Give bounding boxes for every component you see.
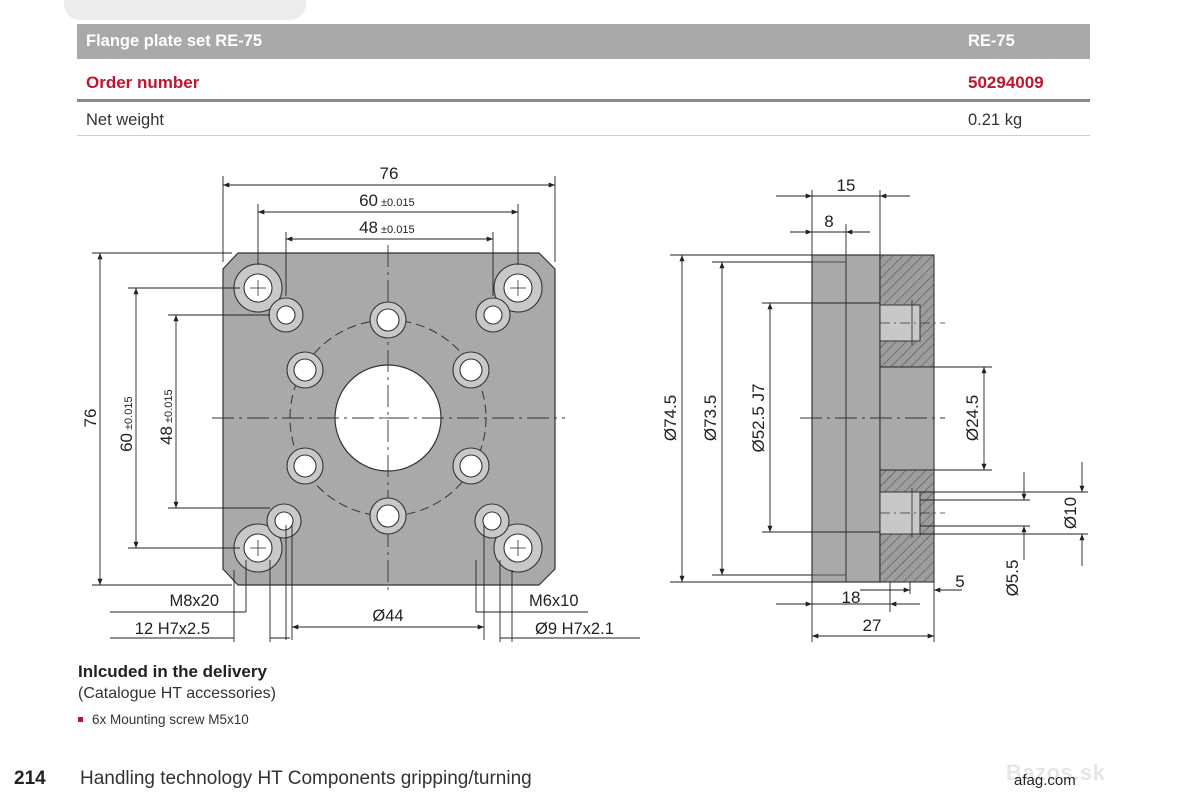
dim-dia-5-5: Ø5.5 bbox=[1003, 560, 1022, 597]
watermark: Bazos.sk bbox=[1006, 760, 1106, 785]
product-title: Flange plate set RE-75 bbox=[86, 32, 263, 50]
net-weight-label: Net weight bbox=[86, 111, 164, 129]
dim-side-27: 27 bbox=[863, 616, 882, 635]
delivery-title: Inlcuded in the delivery bbox=[78, 662, 267, 681]
order-number-label: Order number bbox=[86, 73, 200, 92]
dim-side-15: 15 bbox=[837, 176, 856, 195]
label-bore-12: 12 H7x2.5 bbox=[135, 620, 210, 638]
dim-width-76: 76 bbox=[380, 164, 399, 183]
dim-width-60-tol: ±0.015 bbox=[381, 197, 415, 209]
dim-height-76: 76 bbox=[81, 409, 100, 428]
footer-url[interactable]: afag.com bbox=[1014, 772, 1076, 789]
dim-dia-24-5: Ø24.5 bbox=[963, 395, 982, 441]
dim-width-60: 60 bbox=[359, 191, 378, 210]
pin-holes bbox=[266, 297, 511, 539]
product-header-row: Flange plate set RE-75 RE-75 bbox=[77, 24, 1090, 59]
product-code: RE-75 bbox=[968, 32, 1015, 50]
dim-dia-10: Ø10 bbox=[1061, 497, 1080, 529]
label-center-bore: Ø44 bbox=[372, 607, 403, 625]
dim-width-48: 48 bbox=[359, 218, 378, 237]
dim-dia-74-5: Ø74.5 bbox=[661, 395, 680, 441]
order-number-row: Order number 50294009 bbox=[77, 67, 1090, 102]
label-thread-m6: M6x10 bbox=[529, 592, 579, 610]
bolt-circle-holes bbox=[286, 301, 490, 535]
top-tab-decoration bbox=[64, 0, 306, 20]
delivery-subtitle: (Catalogue HT accessories) bbox=[78, 685, 277, 702]
delivery-item: 6x Mounting screw M5x10 bbox=[78, 712, 249, 727]
label-bore-9: Ø9 H7x2.1 bbox=[535, 620, 614, 638]
dim-side-5: 5 bbox=[955, 572, 964, 591]
front-view: 76 60 ±0.015 48 ±0.015 76 60 ±0.015 48 ±… bbox=[81, 164, 640, 642]
dim-height-60: 60 bbox=[117, 433, 136, 452]
dim-dia-52-5: Ø52.5 J7 bbox=[749, 384, 768, 453]
order-number-value: 50294009 bbox=[968, 73, 1044, 92]
dim-side-18: 18 bbox=[842, 588, 861, 607]
bullet-icon bbox=[78, 717, 83, 722]
footer-text: Handling technology HT Components grippi… bbox=[80, 768, 532, 789]
label-thread-m8: M8x20 bbox=[169, 592, 219, 610]
dim-height-48: 48 bbox=[157, 426, 176, 445]
net-weight-value: 0.21 kg bbox=[968, 111, 1023, 129]
side-view: 15 8 Ø74.5 Ø73.5 Ø52.5 J7 Ø24.5 Ø10 Ø5.5… bbox=[661, 176, 1088, 642]
dim-side-8: 8 bbox=[824, 212, 833, 231]
dim-height-60-tol: ±0.015 bbox=[123, 396, 135, 430]
dim-dia-73-5: Ø73.5 bbox=[701, 395, 720, 441]
net-weight-row: Net weight 0.21 kg bbox=[77, 106, 1090, 136]
delivery-item-label: 6x Mounting screw M5x10 bbox=[92, 712, 249, 727]
dim-height-48-tol: ±0.015 bbox=[163, 389, 175, 423]
dim-width-48-tol: ±0.015 bbox=[381, 224, 415, 236]
page-number: 214 bbox=[14, 768, 46, 789]
